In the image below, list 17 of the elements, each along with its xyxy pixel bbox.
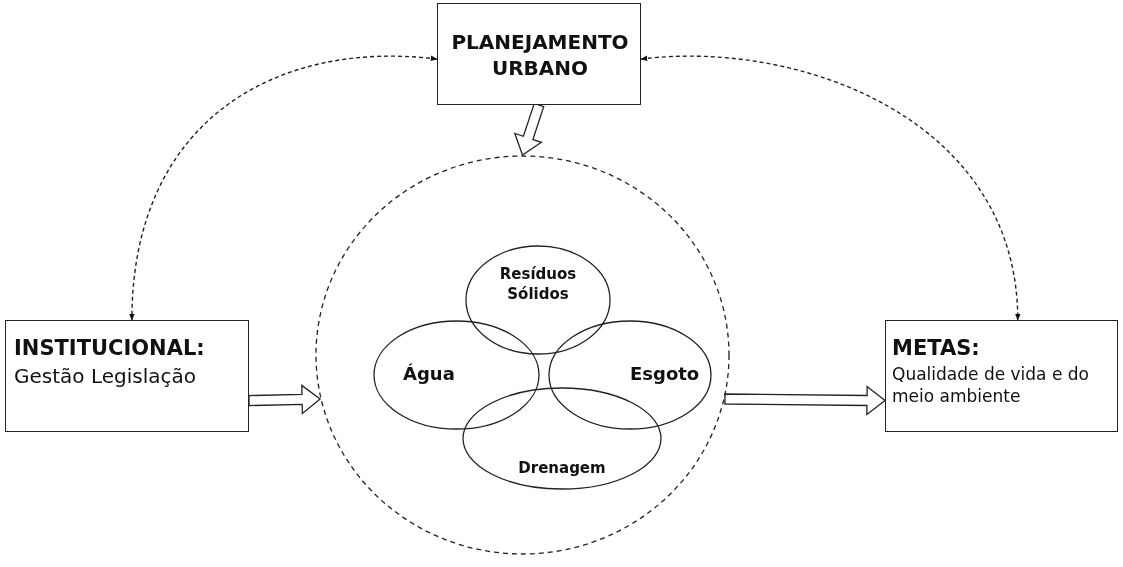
label-text: Resíduos Sólidos (498, 265, 578, 304)
text-box (885, 320, 1118, 432)
text-box (437, 3, 641, 105)
label-text: Drenagem (517, 459, 607, 479)
dashed-arrow (640, 55, 1020, 321)
block-arrow (248, 384, 322, 415)
block-arrow (513, 102, 545, 156)
label-text: Qualidade de vida e do meio ambiente (892, 363, 1090, 408)
text-box (5, 320, 249, 432)
heading-text: METAS: (892, 335, 981, 362)
block-arrow (724, 385, 887, 416)
dashed-arrow (129, 55, 438, 321)
heading-text: INSTITUCIONAL: (14, 335, 206, 362)
label-text: Esgoto (630, 362, 701, 386)
label-text: Gestão Legislação (14, 363, 197, 389)
label-text: Água (403, 362, 456, 386)
label-text: PLANEJAMENTO URBANO (450, 29, 630, 82)
